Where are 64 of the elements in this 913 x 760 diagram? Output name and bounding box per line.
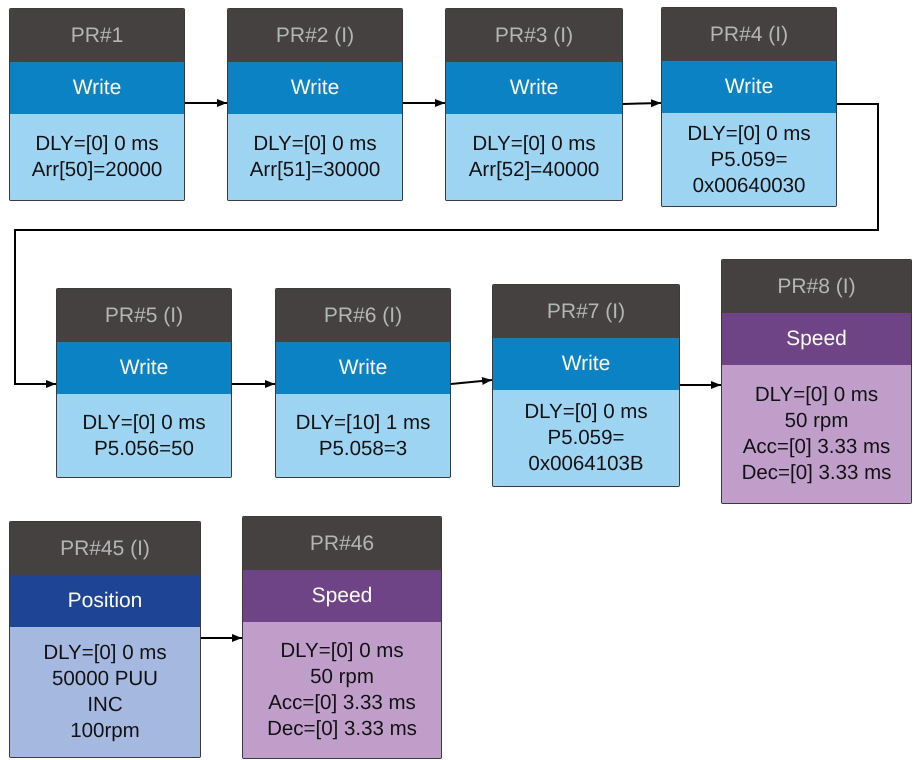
parameter-text: DLY=[0] 0 ms — [280, 638, 404, 664]
arrow — [450, 377, 492, 385]
command-type-label: Write — [276, 342, 450, 394]
block-title: PR#2 (I) — [228, 9, 402, 62]
parameter-text: Arr[52]=40000 — [468, 157, 600, 183]
block-title: PR#1 — [10, 9, 184, 62]
program-block — [9, 8, 185, 201]
parameter-text: P5.059= 0x00640030 — [692, 146, 806, 198]
parameter-text: DLY=[0] 0 ms — [524, 399, 648, 425]
block-title: PR#3 (I) — [446, 9, 622, 62]
arrow — [201, 634, 242, 642]
program-block — [492, 284, 680, 487]
program-block — [56, 288, 232, 478]
arrow — [622, 99, 662, 108]
command-type-label: Write — [662, 61, 836, 113]
parameter-text: DLY=[0] 0 ms — [253, 131, 377, 157]
block-title: PR#8 (I) — [722, 260, 911, 313]
parameter-text: DLY=[0] 0 ms — [43, 640, 167, 666]
program-block — [445, 8, 623, 201]
program-block — [227, 8, 403, 201]
parameter-text: DLY=[0] 0 ms — [82, 410, 206, 436]
parameter-text: 50 rpm — [310, 664, 374, 690]
parameter-text: INC — [87, 692, 123, 718]
parameter-text: Arr[51]=30000 — [250, 157, 380, 183]
program-block — [721, 259, 912, 504]
command-type-label: Position — [10, 575, 200, 627]
arrow — [232, 380, 275, 388]
parameter-text: Dec=[0] 3.33 ms — [267, 716, 417, 742]
program-block — [242, 516, 442, 759]
parameter-text: DLY=[10] 1 ms — [296, 410, 430, 436]
block-title: PR#5 (I) — [57, 289, 231, 342]
parameter-text: 50000 PUU — [52, 666, 158, 692]
arrow — [403, 99, 445, 107]
program-block — [9, 521, 201, 758]
parameter-text: P5.058=3 — [318, 436, 408, 462]
arrow — [680, 381, 721, 389]
parameter-text: 100rpm — [70, 718, 140, 744]
command-type-label: Write — [446, 62, 622, 114]
command-type-label: Speed — [243, 570, 441, 622]
command-type-label: Write — [228, 62, 402, 114]
parameter-text: Acc=[0] 3.33 ms — [742, 434, 890, 460]
program-block — [661, 7, 837, 207]
parameter-text: Arr[50]=20000 — [32, 157, 162, 183]
parameter-text: DLY=[0] 0 ms — [35, 131, 159, 157]
block-title: PR#46 — [243, 517, 441, 570]
parameter-text: DLY=[0] 0 ms — [687, 120, 811, 146]
command-type-label: Write — [57, 342, 231, 394]
parameter-text: P5.056=50 — [94, 436, 194, 462]
parameter-text: Dec=[0] 3.33 ms — [742, 460, 892, 486]
parameter-text: P5.059= 0x0064103B — [527, 425, 645, 477]
block-title: PR#45 (I) — [10, 522, 200, 575]
block-title: PR#6 (I) — [276, 289, 450, 342]
arrow — [185, 99, 227, 107]
block-title: PR#7 (I) — [493, 285, 679, 338]
parameter-text: DLY=[0] 0 ms — [472, 131, 596, 157]
command-type-label: Write — [493, 338, 679, 390]
arrow — [14, 103, 879, 388]
parameter-text: 50 rpm — [784, 408, 848, 434]
command-type-label: Speed — [722, 313, 911, 365]
parameter-text: Acc=[0] 3.33 ms — [268, 690, 416, 716]
block-title: PR#4 (I) — [662, 8, 836, 61]
command-type-label: Write — [10, 62, 184, 114]
parameter-text: DLY=[0] 0 ms — [754, 382, 878, 408]
program-block — [275, 288, 451, 478]
